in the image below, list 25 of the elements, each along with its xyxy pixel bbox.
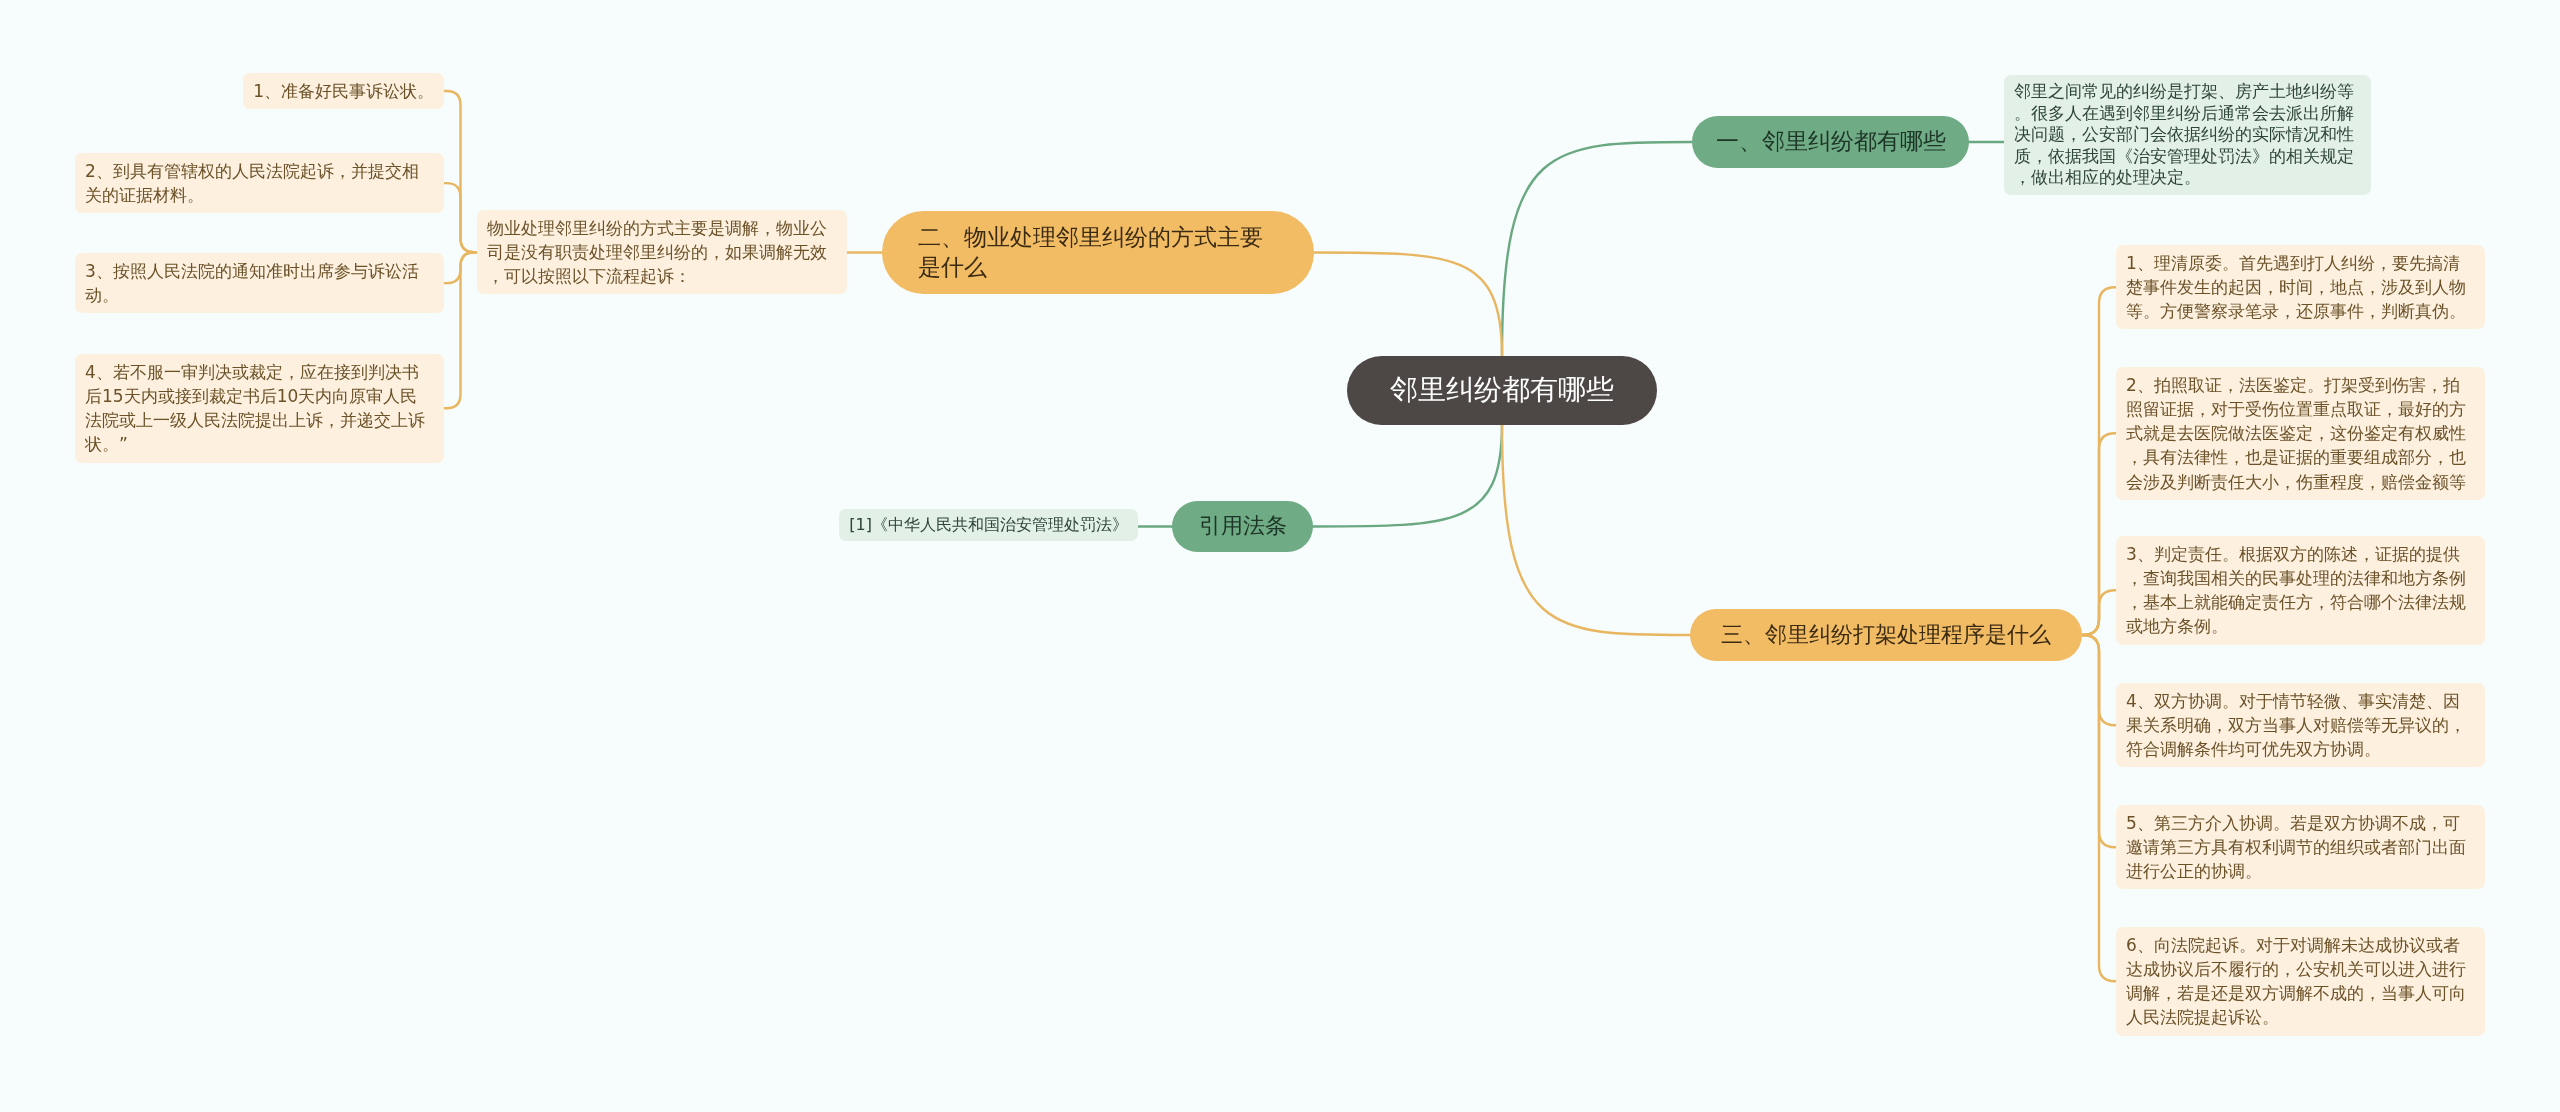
connector-line	[845, 251, 884, 254]
central-topic: 邻里纠纷都有哪些	[1347, 356, 1657, 425]
topic-pill: 引用法条	[1172, 501, 1313, 552]
note-card: 4、若不服一审判决或裁定，应在接到判决书后15天内或接到裁定书后10天内向原审人民法院或上一级人民法院提出上诉，并递交上诉状。”	[75, 354, 444, 463]
note-card: 1、准备好民事诉讼状。	[243, 73, 444, 110]
connector-line	[1136, 525, 1174, 528]
note-card: 2、拍照取证，法医鉴定。打架受到伤害，拍照留证据，对于受伤位置重点取证，最好的方式就是去医院做法医鉴定，这份鉴定有权威性，具有法律性，也是证据的重要组成部分，也会涉及判断责任大小，伤重程度，赔偿金额等	[2116, 367, 2485, 500]
note-card: [1]《中华人民共和国治安管理处罚法》	[839, 509, 1138, 542]
topic-pill: 一、邻里纠纷都有哪些	[1692, 116, 1969, 168]
connector-line	[442, 251, 479, 410]
note-card: 物业处理邻里纠纷的方式主要是调解，物业公司是没有职责处理邻里纠纷的，如果调解无效，可以按照以下流程起诉：	[477, 210, 847, 295]
topic-pill: 二、物业处理邻里纠纷的方式主要是什么	[882, 211, 1314, 294]
note-card: 2、到具有管辖权的人民法院起诉，并提交相关的证据材料。	[75, 153, 444, 214]
connector-line	[1967, 140, 2006, 144]
note-card: 5、第三方介入协调。若是双方协调不成，可邀请第三方具有权利调节的组织或者部门出面进行公正的协调。	[2116, 805, 2485, 890]
note-card: 6、向法院起诉。对于对调解未达成协议或者达成协议后不履行的，公安机关可以进入进行调解，若是还是双方调解不成的，当事人可向人民法院提起诉讼。	[2116, 927, 2485, 1036]
note-card: 4、双方协调。对于情节轻微、事实清楚、因果关系明确，双方当事人对赔偿等无异议的，符合调解条件均可优先双方协调。	[2116, 683, 2485, 768]
note-card: 邻里之间常见的纠纷是打架、房产土地纠纷等。很多人在遇到邻里纠纷后通常会去派出所解决问题，公安部门会依据纠纷的实际情况和性质，依据我国《治安管理处罚法》的相关规定，做出相应的处理决定。	[2004, 75, 2371, 195]
connector-line	[1500, 423, 1692, 637]
note-card: 3、判定责任。根据双方的陈述，证据的提供，查询我国相关的民事处理的法律和地方条例，基本上就能确定责任方，符合哪个法律法规或地方条例。	[2116, 536, 2485, 645]
connector-line	[1312, 251, 1504, 358]
topic-pill: 三、邻里纠纷打架处理程序是什么	[1690, 609, 2082, 661]
note-card: 1、理清原委。首先遇到打人纠纷，要先搞清楚事件发生的起因，时间，地点，涉及到人物等。方便警察录笔录，还原事件，判断真伪。	[2116, 245, 2485, 330]
note-card: 3、按照人民法院的通知准时出席参与诉讼活动。	[75, 253, 444, 314]
connector-line	[2080, 633, 2118, 983]
